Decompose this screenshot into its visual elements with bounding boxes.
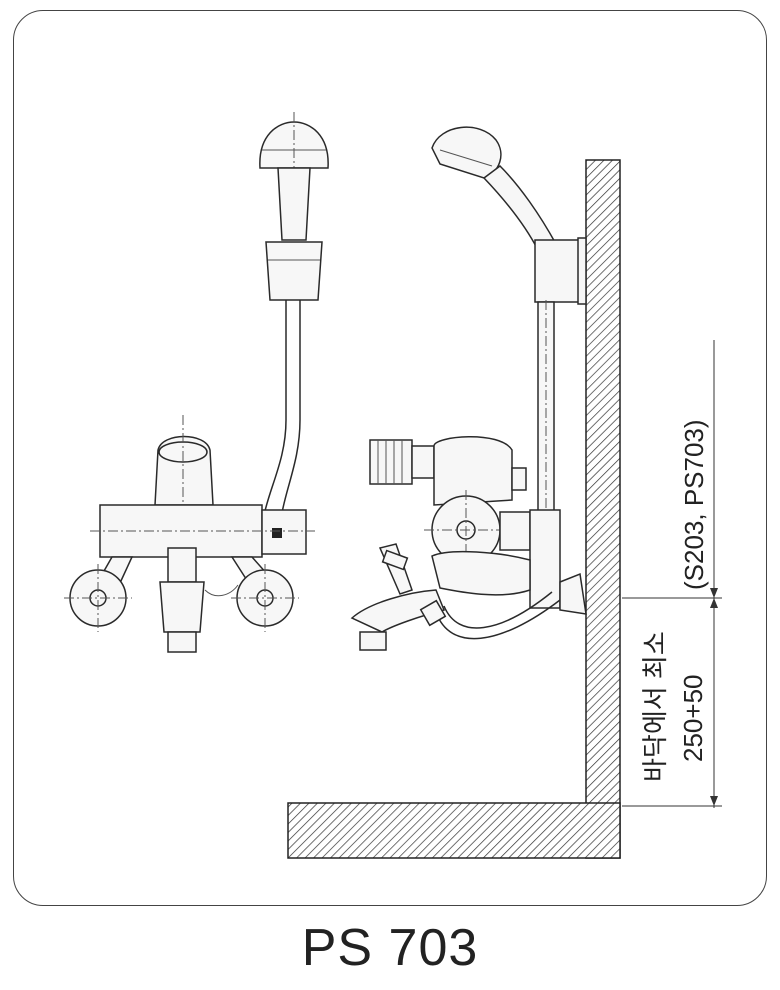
side-hose bbox=[435, 599, 561, 640]
front-hose bbox=[261, 300, 287, 541]
dimension-lines bbox=[622, 340, 722, 808]
side-diverter bbox=[378, 543, 413, 595]
side-shower-head bbox=[431, 126, 558, 251]
side-wall-bracket bbox=[529, 509, 561, 609]
front-shower-head bbox=[259, 112, 329, 241]
side-view bbox=[350, 126, 587, 651]
front-right-handle bbox=[231, 564, 299, 632]
side-body bbox=[433, 436, 513, 506]
front-spout bbox=[159, 547, 205, 653]
front-holder bbox=[265, 241, 323, 301]
floor-distance-value: 250+50 bbox=[678, 675, 708, 762]
side-thermostat-knob bbox=[369, 439, 435, 485]
side-holder bbox=[534, 239, 582, 303]
front-view bbox=[64, 112, 329, 653]
model-note-label: (S203, PS703) bbox=[679, 419, 709, 590]
front-connector bbox=[261, 509, 307, 555]
drawing-frame bbox=[13, 10, 767, 906]
side-spout bbox=[350, 589, 446, 633]
front-left-handle bbox=[64, 564, 132, 632]
wall-section bbox=[287, 159, 621, 859]
floor-distance-label: 바닥에서 최소 bbox=[640, 631, 670, 782]
model-caption: PS 703 bbox=[301, 919, 479, 977]
